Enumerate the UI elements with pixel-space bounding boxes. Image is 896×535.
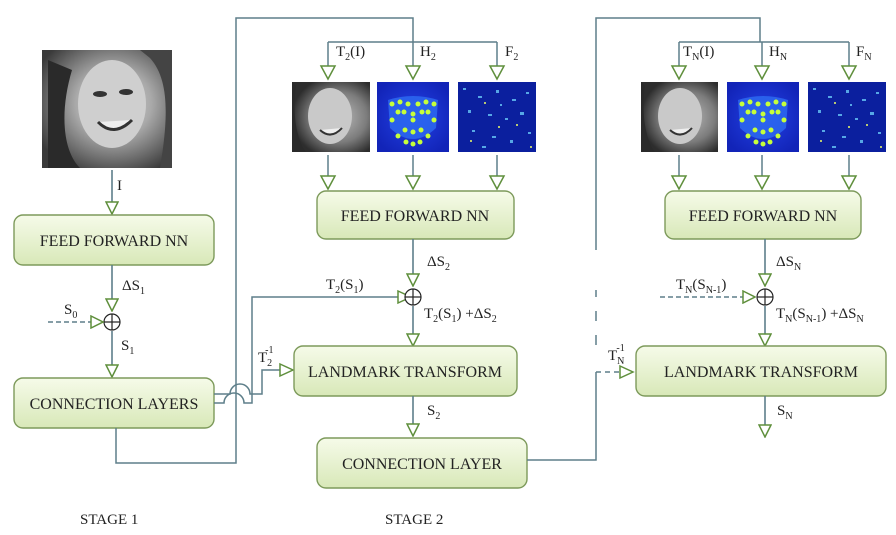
stageN-sum-label: TN(SN-1) +ΔSN <box>776 306 864 325</box>
stageN-t-label: TN(I) <box>683 44 714 63</box>
stage2-connection-box: CONNECTION LAYER <box>316 437 528 489</box>
stage1-caption: STAGE 1 <box>80 512 138 528</box>
stageN-f-label: FN <box>856 44 872 63</box>
stageN-f-arrow <box>840 65 858 81</box>
stageN-face-to-ffnn-arrow <box>670 175 688 191</box>
stage2-sum-label: T2(S1) +ΔS2 <box>424 306 497 325</box>
stage1-connection-box: CONNECTION LAYERS <box>13 377 215 429</box>
stageN-sn-label: SN <box>777 403 793 422</box>
stage2-s2-label: S2 <box>427 403 440 422</box>
stage2-t-label: T2(I) <box>336 44 365 63</box>
stageN-landmark-label: LANDMARK TRANSFORM <box>664 364 858 381</box>
stageN-ffnn-box: FEED FORWARD NN <box>664 190 862 240</box>
stageN-ffnn-label: FEED FORWARD NN <box>689 208 838 225</box>
stage1-ffnn-label: FEED FORWARD NN <box>40 233 189 250</box>
stage2-connection-label: CONNECTION LAYER <box>342 456 502 473</box>
stageN-h-label: HN <box>769 44 787 63</box>
stage1-connection-label: CONNECTION LAYERS <box>30 396 199 413</box>
stage2-heatmap-image <box>377 82 449 152</box>
stage1-connection-wires <box>115 17 414 464</box>
stage2-feat-to-ffnn-arrow <box>488 175 506 191</box>
stage1-delta-label: ΔS1 <box>122 278 145 297</box>
stage1-s0-label: S0 <box>64 302 77 321</box>
stageN-delta-label: ΔSN <box>776 254 801 273</box>
stageN-tinv-arrowhead <box>619 364 635 380</box>
stage2-h-label: H2 <box>420 44 436 63</box>
stage2-landmark-label: LANDMARK TRANSFORM <box>308 364 502 381</box>
stage2-f-label: F2 <box>505 44 518 63</box>
stage1-input-image <box>42 50 172 168</box>
stage1-input-label: I <box>117 178 122 194</box>
stage2-h-arrow <box>404 65 422 81</box>
stage2-face-image <box>292 82 370 152</box>
stageN-sum-node <box>756 288 774 306</box>
stageN-landmark-box: LANDMARK TRANSFORM <box>635 345 887 397</box>
stageN-face-image <box>641 82 718 152</box>
stageN-t-arrow <box>670 65 688 81</box>
stage1-ffnn-box: FEED FORWARD NN <box>13 214 215 266</box>
stageN-ts-label: TN(SN-1) <box>676 277 726 296</box>
stageN-tinv-label: TN-1 <box>608 343 625 367</box>
stage2-ffnn-label: FEED FORWARD NN <box>341 208 490 225</box>
stage2-ts-label: T2(S1) <box>326 277 364 296</box>
stageN-heatmap-image <box>727 82 799 152</box>
stage2-t-arrow <box>319 65 337 81</box>
stage2-heat-to-ffnn-arrow <box>404 175 422 191</box>
stageN-heat-to-ffnn-arrow <box>753 175 771 191</box>
stageN-feat-to-ffnn-arrow <box>840 175 858 191</box>
stage2-tinv-label: T2-1 <box>258 345 274 369</box>
stage2-delta-label: ΔS2 <box>427 254 450 273</box>
stageN-feature-image <box>808 82 886 152</box>
stage2-tinv-arrowhead <box>279 362 295 378</box>
stage2-face-to-ffnn-arrow <box>319 175 337 191</box>
stage1-s1-label: S1 <box>121 338 134 357</box>
stage2-ffnn-box: FEED FORWARD NN <box>316 190 515 240</box>
stage1-sum-node <box>103 313 121 331</box>
stageN-h-arrow <box>753 65 771 81</box>
stage2-f-arrow <box>488 65 506 81</box>
stage2-sum-node <box>404 288 422 306</box>
stage2-caption: STAGE 2 <box>385 512 443 528</box>
stage2-feature-image <box>458 82 536 152</box>
stage2-landmark-box: LANDMARK TRANSFORM <box>293 345 518 397</box>
